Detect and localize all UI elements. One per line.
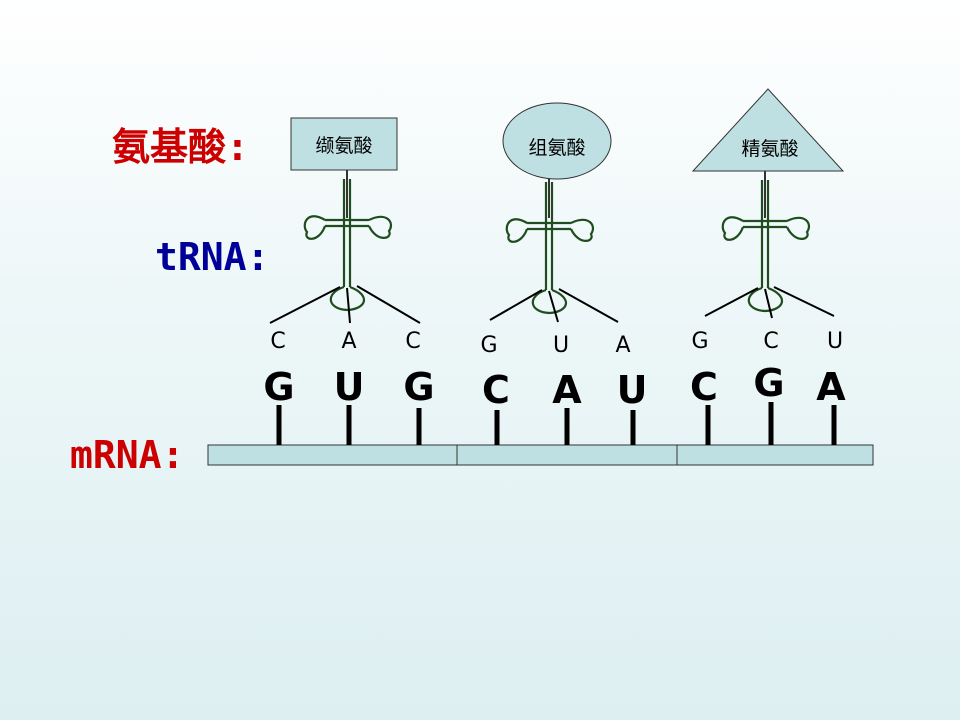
codon-base: A <box>816 365 846 409</box>
anticodon-base: G <box>480 333 497 358</box>
codon-base: U <box>617 368 648 412</box>
anticodon-base: C <box>763 329 778 354</box>
codon-base: U <box>334 365 365 409</box>
codon-base: C <box>482 368 510 412</box>
codon-base: C <box>690 365 718 409</box>
mrna-segment-2 <box>456 444 678 466</box>
amino-acid-shape-rectangle <box>290 117 398 171</box>
anticodon-base: A <box>341 329 356 354</box>
anticodon-base: C <box>405 329 420 354</box>
anticodon-base: U <box>827 329 843 354</box>
mrna-row-label: mRNA: <box>70 433 184 477</box>
mrna-strand <box>207 444 874 466</box>
base-pair-ticks <box>705 402 837 445</box>
trna-group-1: 缬氨酸 C A C G U G <box>263 117 435 445</box>
trna-row-label: tRNA: <box>155 235 269 279</box>
base-pair-ticks <box>276 405 422 445</box>
codon-base: G <box>403 365 434 409</box>
amino-acid-label: 缬氨酸 <box>315 135 372 157</box>
amino-acid-label: 组氨酸 <box>528 137 585 159</box>
trna-group-2: 组氨酸 G U A C A U <box>480 102 648 445</box>
codon-base: A <box>552 368 582 412</box>
anticodon-base: U <box>553 333 569 358</box>
codon-base: G <box>753 361 784 405</box>
amino-acid-label: 精氨酸 <box>741 138 798 160</box>
base-pair-ticks <box>494 408 636 445</box>
amino-acid-shape-triangle <box>691 88 845 172</box>
anticodon-base: G <box>691 329 708 354</box>
codon-base: G <box>263 365 294 409</box>
mrna-segment-3 <box>676 444 874 466</box>
trna-group-3: 精氨酸 G C U C G A <box>690 88 846 445</box>
mrna-segment-1 <box>207 444 458 466</box>
amino-acid-shape-ellipse <box>502 102 612 180</box>
amino-acid-row-label: 氨基酸: <box>112 125 249 169</box>
anticodon-base: A <box>615 333 630 358</box>
anticodon-base: C <box>270 329 285 354</box>
